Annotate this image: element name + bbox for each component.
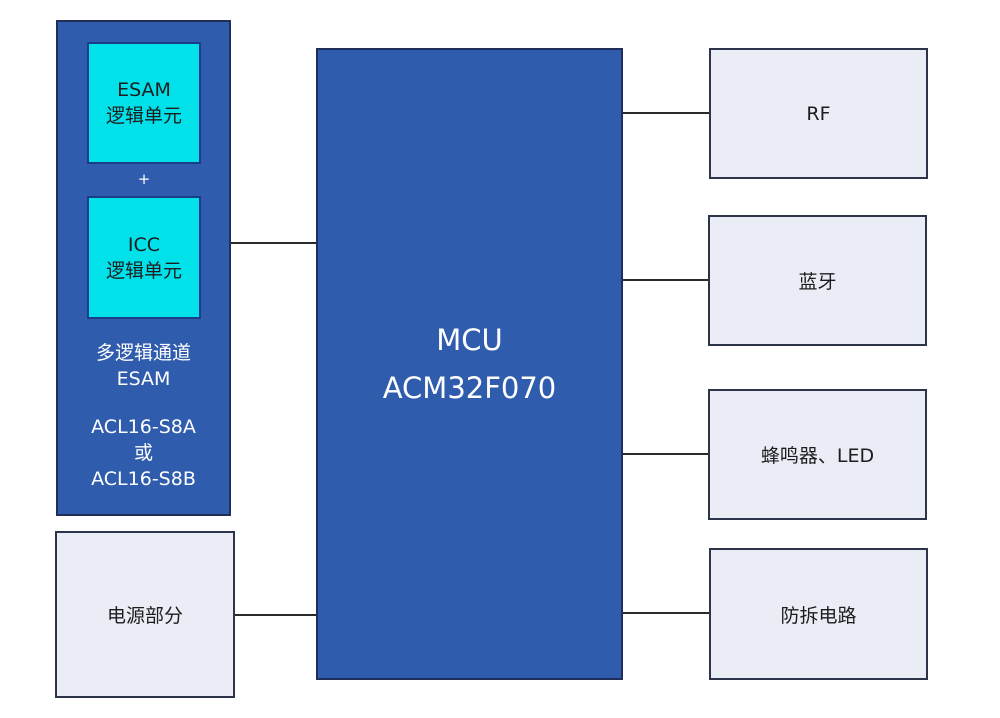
icc-logic-unit-line2: 逻辑单元	[105, 259, 182, 282]
mcu-tamper-connector	[623, 612, 709, 614]
esam-logic-unit-line1: ESAM	[117, 79, 171, 101]
mcu-buzzer-led-connector	[623, 453, 708, 455]
esam-model-b: ACL16-S8B	[91, 468, 196, 490]
esam-models: ACL16-S8A 或 ACL16-S8B	[56, 414, 231, 492]
esam-group-title-line1: 多逻辑通道	[95, 342, 191, 364]
esam-logic-unit-line2: 逻辑单元	[105, 105, 182, 127]
buzzer-led-label: 蜂鸣器、LED	[760, 445, 875, 467]
rf-label: RF	[806, 102, 831, 125]
mcu-block: MCU ACM32F070	[316, 48, 623, 680]
tamper-label: 防拆电路	[780, 604, 857, 627]
power-mcu-connector	[235, 614, 316, 616]
mcu-model-label: ACM32F070	[382, 371, 557, 405]
rf-block: RF	[709, 48, 928, 179]
mcu-bluetooth-connector	[623, 279, 708, 281]
bluetooth-label: 蓝牙	[798, 271, 837, 293]
mcu-label: MCU	[436, 323, 503, 357]
esam-mcu-connector	[231, 242, 316, 244]
esam-group-title-line2: ESAM	[116, 368, 171, 390]
power-block: 电源部分	[55, 531, 235, 698]
esam-model-or: 或	[133, 442, 153, 464]
bluetooth-block: 蓝牙	[708, 215, 927, 346]
tamper-block: 防拆电路	[709, 548, 928, 680]
esam-model-a: ACL16-S8A	[91, 416, 196, 438]
buzzer-led-block: 蜂鸣器、LED	[708, 389, 927, 520]
esam-logic-unit-block: ESAM 逻辑单元	[87, 42, 201, 164]
mcu-rf-connector	[623, 112, 709, 114]
icc-logic-unit-block: ICC 逻辑单元	[87, 196, 201, 319]
icc-logic-unit-line1: ICC	[127, 233, 161, 256]
esam-group-title: 多逻辑通道 ESAM	[56, 340, 231, 392]
power-label: 电源部分	[106, 605, 183, 627]
plus-sign: +	[137, 170, 151, 188]
